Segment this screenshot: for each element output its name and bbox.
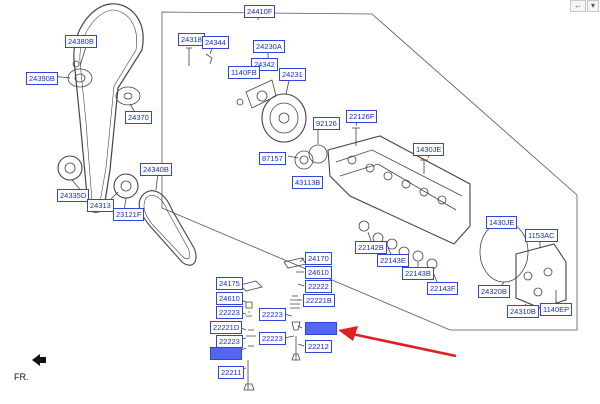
- roller-rocker-left: [239, 280, 263, 292]
- part-label-highlighted-selected[interactable]: [305, 322, 337, 335]
- exhaust-valve: [291, 336, 301, 361]
- part-label-22126F[interactable]: 22126F: [346, 110, 378, 123]
- part-label-22223-a[interactable]: 22223: [216, 306, 243, 319]
- part-label-22223-mid[interactable]: 22223: [259, 308, 286, 321]
- callout-arrow: [338, 326, 457, 358]
- cylinder-head: [327, 135, 471, 245]
- part-label-43113B[interactable]: 43113B: [292, 176, 324, 189]
- part-label-1430JE-right[interactable]: 1430JE: [486, 216, 518, 229]
- part-label-24370[interactable]: 24370: [125, 111, 152, 124]
- timing-belt: [73, 3, 144, 213]
- part-label-24318[interactable]: 24318: [178, 33, 205, 46]
- intake-valve: [243, 360, 255, 391]
- menu-dropdown-button[interactable]: ▾: [587, 0, 599, 12]
- part-label-22143E[interactable]: 22143E: [377, 254, 409, 267]
- crank-sprocket: [57, 155, 83, 181]
- part-label-24380B[interactable]: 24380B: [65, 35, 97, 48]
- part-label-22221B[interactable]: 22221B: [303, 294, 335, 307]
- tensioner-pulley: [67, 68, 93, 88]
- part-label-92126[interactable]: 92126: [313, 117, 340, 130]
- rear-cover: [515, 243, 567, 309]
- part-label-22143B[interactable]: 22143B: [402, 267, 434, 280]
- part-label-22142B[interactable]: 22142B: [355, 241, 387, 254]
- cvvt-actuator: [261, 93, 307, 143]
- part-label-22223-c[interactable]: 22223: [259, 332, 286, 345]
- part-label-24320B[interactable]: 24320B: [478, 285, 510, 298]
- part-label-24610-right[interactable]: 24610: [305, 266, 332, 279]
- part-label-22143F[interactable]: 22143F: [427, 282, 459, 295]
- part-label-24310B[interactable]: 24310B: [507, 305, 539, 318]
- part-label-24230A[interactable]: 24230A: [253, 40, 285, 53]
- part-label-87157[interactable]: 87157: [259, 152, 286, 165]
- part-label-24313[interactable]: 24313: [87, 199, 114, 212]
- part-label-1140EP[interactable]: 1140EP: [540, 303, 573, 316]
- part-label-24390B[interactable]: 24390B: [26, 72, 58, 85]
- assembly-panel-outline: [161, 11, 578, 331]
- part-label-22212[interactable]: 22212: [305, 340, 332, 353]
- part-label-22222[interactable]: 22222: [305, 280, 332, 293]
- part-label-23121F[interactable]: 23121F: [113, 208, 145, 221]
- front-direction-icon: [32, 354, 46, 366]
- idler-pulley: [115, 86, 141, 106]
- back-button[interactable]: ←: [570, 0, 586, 12]
- part-label-24340B[interactable]: 24340B: [140, 163, 172, 176]
- part-label-highlighted-left[interactable]: [210, 347, 242, 360]
- part-label-1153AC[interactable]: 1153AC: [525, 229, 558, 242]
- tensioner-arm: [245, 79, 277, 109]
- oil-pump-sprocket: [113, 173, 139, 199]
- drive-belt: [138, 190, 197, 266]
- part-label-1430JE-top[interactable]: 1430JE: [413, 143, 445, 156]
- part-label-24410F[interactable]: 24410F: [244, 5, 276, 18]
- part-label-1140FB[interactable]: 1140FB: [228, 66, 260, 79]
- part-label-24610-left[interactable]: 24610: [216, 292, 243, 305]
- part-label-24175[interactable]: 24175: [216, 277, 243, 290]
- part-label-24231[interactable]: 24231: [279, 68, 306, 81]
- part-label-22211[interactable]: 22211: [218, 366, 245, 379]
- part-label-24344[interactable]: 24344: [202, 36, 229, 49]
- front-direction-label: FR.: [14, 372, 29, 382]
- part-label-22221D[interactable]: 22221D: [210, 321, 243, 334]
- part-label-24335D[interactable]: 24335D: [57, 189, 90, 202]
- part-label-24170[interactable]: 24170: [305, 252, 332, 265]
- rear-gasket: [479, 221, 529, 283]
